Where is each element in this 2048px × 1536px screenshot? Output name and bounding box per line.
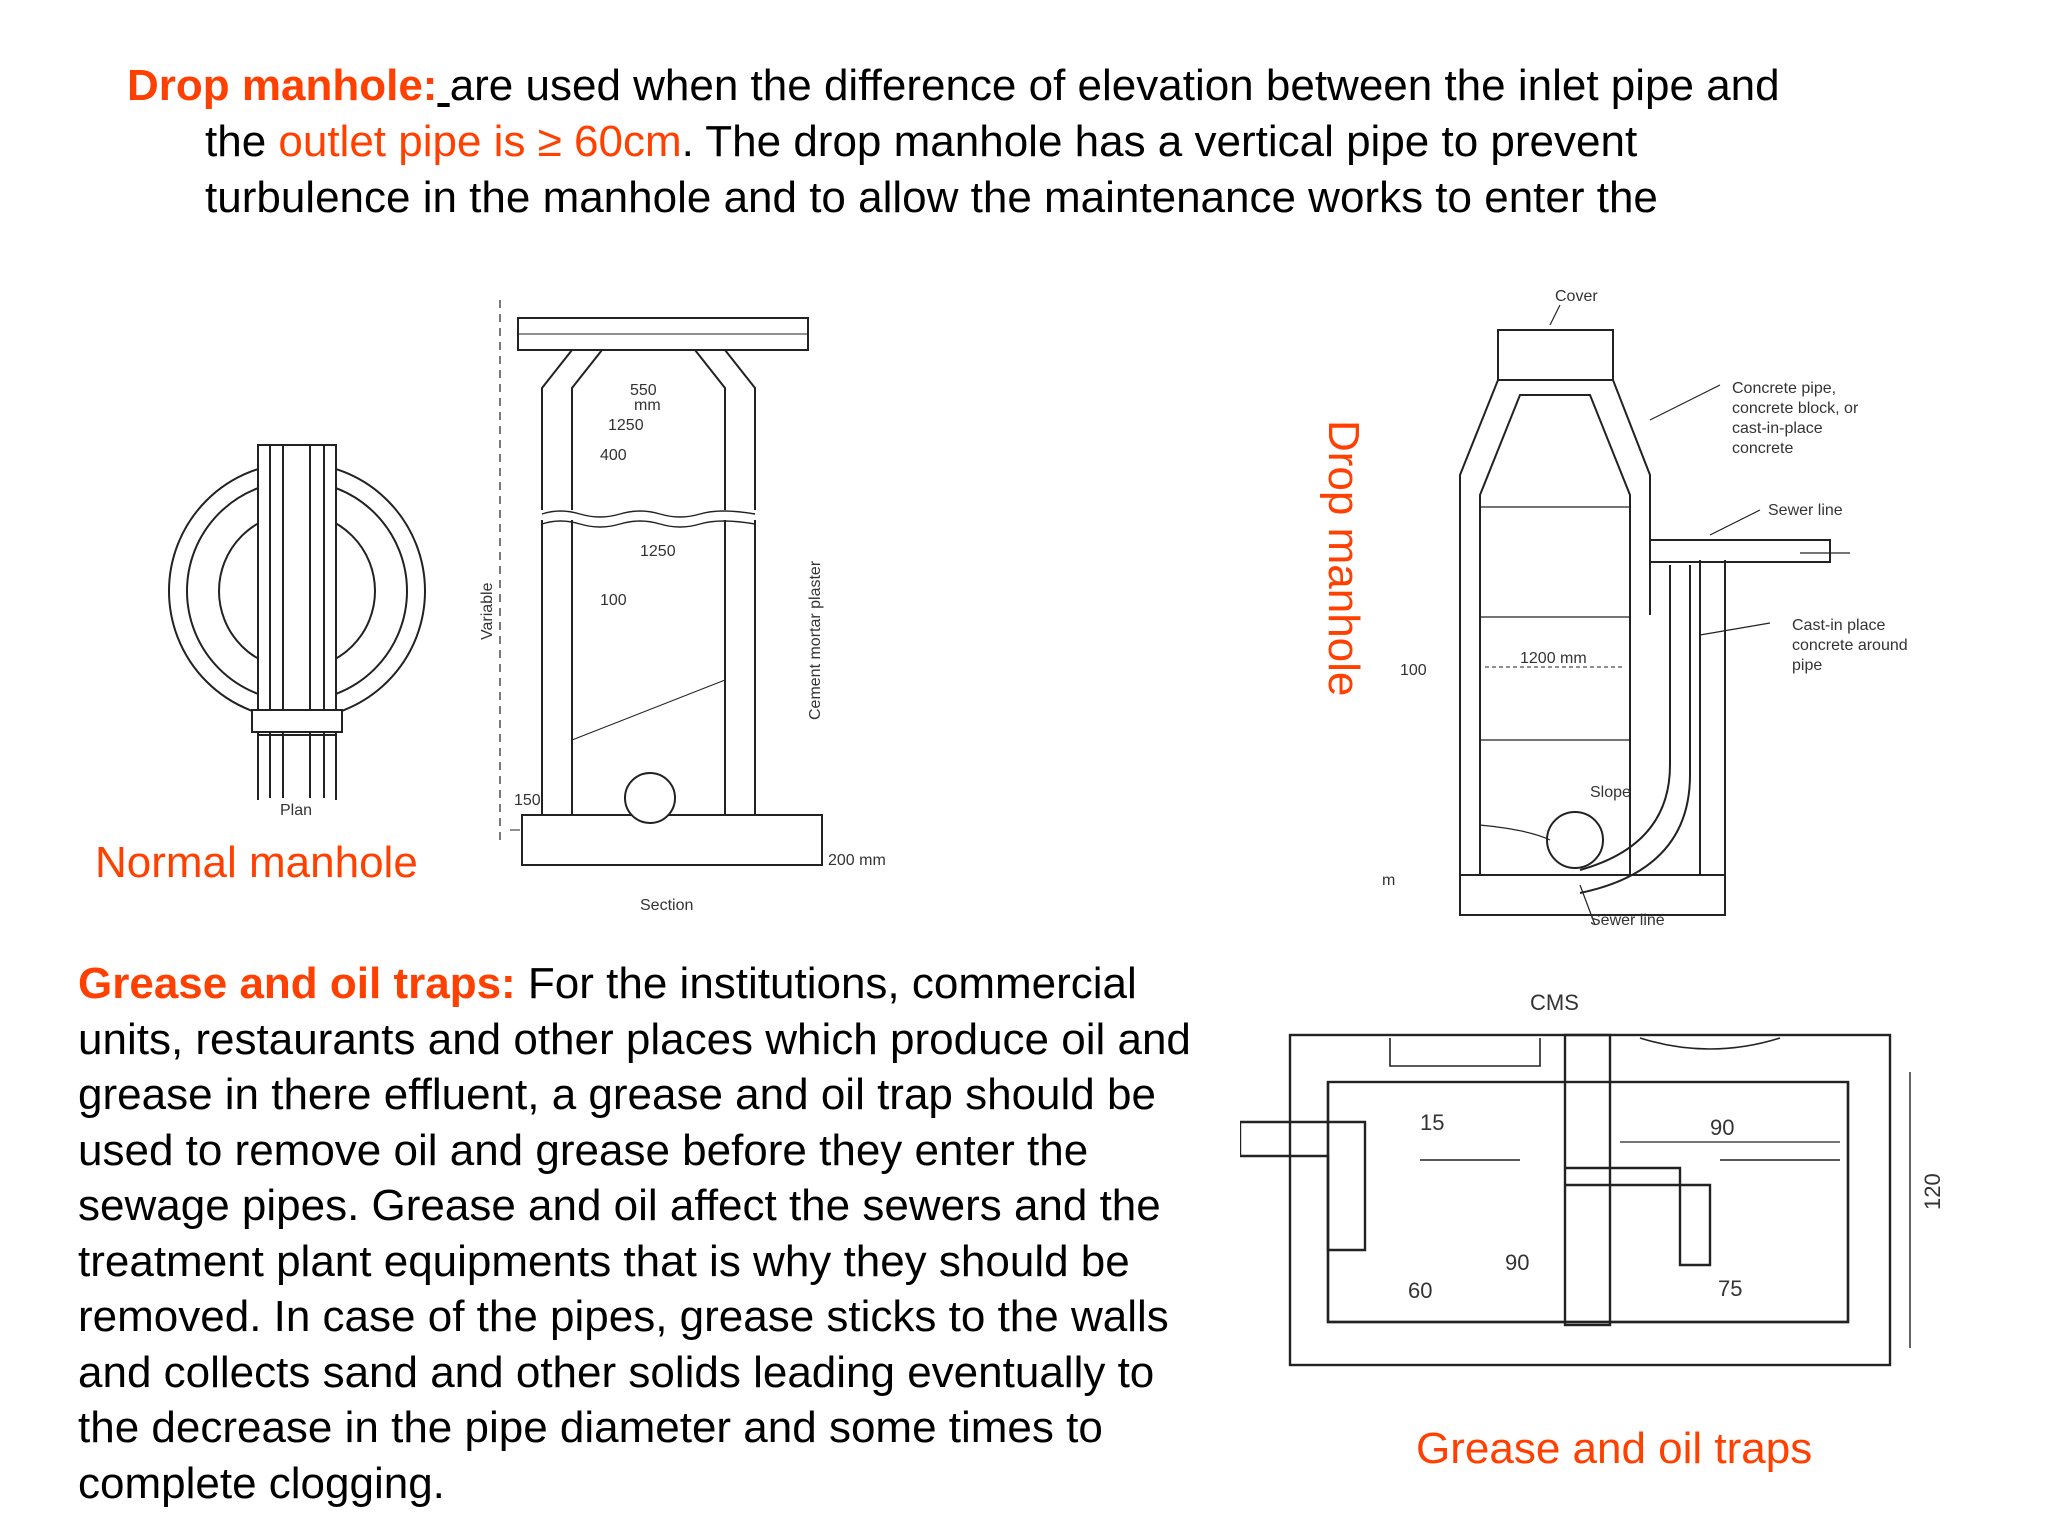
- drop-manhole-title: Drop manhole:: [127, 61, 438, 110]
- plan-view: [168, 444, 426, 800]
- trap-dim-15: 15: [1420, 1110, 1444, 1135]
- sewer-line-bottom-label: Sewer line: [1590, 912, 1665, 929]
- cast-label-1: Cast-in place: [1792, 617, 1885, 634]
- width-label: 1200 mm: [1520, 650, 1587, 667]
- plan-label: Plan: [280, 802, 312, 819]
- dim-mm: mm: [634, 397, 661, 414]
- trap-dim-120: 120: [1920, 1173, 1945, 1210]
- dim-1250-top: 1250: [608, 417, 644, 434]
- grease-trap-paragraph: Grease and oil traps: For the institutio…: [78, 959, 1191, 1508]
- outlet-highlight: outlet pipe is ≥ 60cm: [278, 117, 682, 166]
- trap-dim-90-top: 90: [1710, 1115, 1734, 1140]
- dim-150: 150: [514, 792, 541, 809]
- drop-manhole-paragraph: Drop manhole: are used when the differen…: [127, 61, 1780, 222]
- trap-dim-75: 75: [1718, 1276, 1742, 1301]
- grease-trap-caption: Grease and oil traps: [1416, 1424, 1813, 1473]
- dim-1250-mid: 1250: [640, 543, 676, 560]
- m-label: m: [1382, 872, 1395, 889]
- dim-100: 100: [600, 592, 627, 609]
- normal-manhole-drawing: Plan 550 mm 1250 400 1250 100 150 200 mm…: [168, 300, 886, 914]
- trap-structure: [1240, 1033, 1911, 1367]
- trap-title: CMS: [1530, 990, 1579, 1015]
- drop-manhole-caption: Drop manhole: [1319, 420, 1368, 697]
- dim-200mm: 200 mm: [828, 852, 886, 869]
- plaster-label: Cement mortar plaster: [807, 560, 824, 720]
- slope-label: Slope: [1590, 784, 1631, 801]
- dim-550: 550: [630, 382, 657, 399]
- concrete-label-3: cast-in-place: [1732, 420, 1823, 437]
- section-label: Section: [640, 897, 693, 914]
- variable-label: Variable: [479, 582, 496, 640]
- cover-label: Cover: [1555, 288, 1598, 305]
- section-view: [499, 300, 823, 866]
- normal-manhole-caption: Normal manhole: [95, 838, 418, 887]
- drop-manhole-structure: [1459, 304, 1850, 926]
- grease-trap-drawing: CMS 15 90 90 60 75 120: [1240, 990, 1945, 1367]
- drop-dim-100: 100: [1400, 662, 1427, 679]
- concrete-label-1: Concrete pipe,: [1732, 380, 1836, 397]
- cast-label-2: concrete around: [1792, 637, 1908, 654]
- sewer-line-top-label: Sewer line: [1768, 502, 1843, 519]
- drop-manhole-drawing: Cover Concrete pipe, concrete block, or …: [1382, 288, 1908, 929]
- trap-dim-90-mid: 90: [1505, 1250, 1529, 1275]
- dim-400: 400: [600, 447, 627, 464]
- concrete-label-4: concrete: [1732, 440, 1793, 457]
- cast-label-3: pipe: [1792, 657, 1822, 674]
- trap-dim-60: 60: [1408, 1278, 1432, 1303]
- grease-trap-title: Grease and oil traps:: [78, 959, 516, 1008]
- concrete-label-2: concrete block, or: [1732, 400, 1859, 417]
